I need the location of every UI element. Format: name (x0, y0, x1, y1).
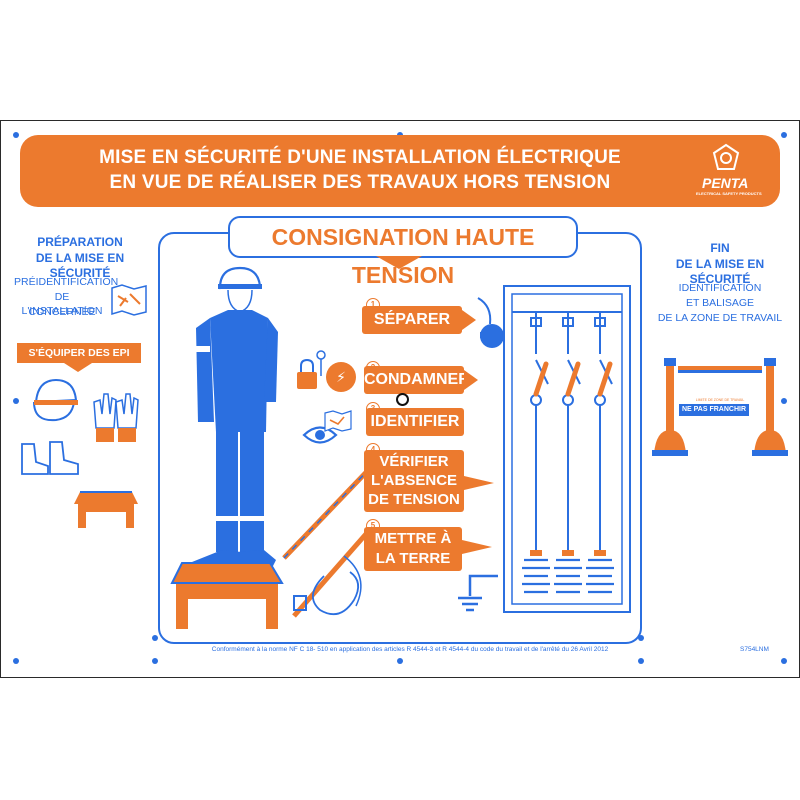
earth-symbol-icon (458, 574, 498, 612)
stool-platform (170, 562, 284, 629)
step-1-label: SÉPARER (362, 306, 462, 334)
step-arrow (464, 370, 478, 390)
step-5-line-1: METTRE À (374, 530, 452, 547)
penta-logo-icon (712, 143, 740, 170)
insulating-gloves-icon (93, 393, 139, 442)
mounting-hole (781, 132, 787, 138)
title-line-2: EN VUE DE RÉALISER DES TRAVAUX HORS TENS… (109, 172, 611, 193)
right-text-3: DE LA ZONE DE TRAVAIL (657, 312, 783, 324)
barrier-sign: NE PAS FRANCHIR (679, 404, 749, 416)
earthing-set (292, 532, 368, 618)
lockout-tag-icon: ⚡ (326, 362, 356, 392)
footer-norm: Conformément à la norme NF C 18- 510 en … (211, 646, 609, 653)
brand-tagline: ELECTRICAL SAFETY PRODUCTS (696, 191, 762, 196)
reference-code: S754LNM (740, 646, 769, 653)
barrier-top-text: LIMITE DE ZONE DE TRAVAIL (695, 398, 745, 402)
left-text-3: CONCERNÉE (28, 306, 96, 318)
plan-document-icon (111, 284, 147, 316)
worker-figure (190, 266, 278, 574)
mounting-hole (397, 658, 403, 664)
epi-label: S'ÉQUIPER DES EPI (17, 343, 141, 363)
left-text-1: PRÉIDENTIFICATION (14, 276, 119, 288)
mounting-hole (13, 398, 19, 404)
left-heading-2: DE LA MISE EN SÉCURITÉ (35, 251, 125, 280)
safety-boots-icon (21, 441, 79, 475)
title-banner: MISE EN SÉCURITÉ D'UNE INSTALLATION ÉLEC… (20, 135, 780, 207)
title-line-1: MISE EN SÉCURITÉ D'UNE INSTALLATION ÉLEC… (99, 147, 621, 168)
step-5-label: METTRE À LA TERRE (364, 527, 462, 571)
brand-name: PENTA (702, 175, 749, 191)
mounting-hole (781, 658, 787, 664)
right-text-1: IDENTIFICATION (678, 282, 762, 294)
switchgear-cabinet (503, 285, 631, 613)
mounting-hole (13, 132, 19, 138)
svg-text:⚡: ⚡ (336, 370, 346, 386)
padlock-icon (297, 358, 317, 389)
down-arrow-icon (376, 256, 422, 269)
lock-point-marker (396, 393, 409, 406)
step-4-label: VÉRIFIER L'ABSENCE DE TENSION (364, 450, 464, 512)
barrier-icon (652, 358, 788, 456)
right-heading-2: DE LA MISE EN SÉCURITÉ (675, 257, 765, 286)
mounting-hole (638, 658, 644, 664)
right-heading-1: FIN (710, 241, 730, 255)
insulating-stool-icon (74, 491, 138, 528)
mounting-hole (638, 635, 644, 641)
helmet-visor-icon (33, 378, 78, 422)
step-arrow (464, 476, 494, 490)
left-heading-1: PRÉPARATION (37, 235, 123, 249)
mounting-hole (152, 635, 158, 641)
eye-icon (302, 426, 338, 444)
step-5-line-2: LA TERRE (375, 550, 451, 567)
subtitle: CONSIGNATION HAUTE TENSION (228, 216, 578, 288)
step-4-line-1: VÉRIFIER (379, 453, 449, 470)
step-arrow (462, 540, 492, 554)
separation-handle-icon (477, 297, 504, 348)
left-text-2: DE L'INSTALLATION (21, 291, 103, 317)
mounting-hole (13, 658, 19, 664)
step-4-line-2: L'ABSENCE (370, 472, 458, 489)
step-4-line-3: DE TENSION (368, 491, 460, 508)
mounting-hole (152, 658, 158, 664)
step-arrow (462, 310, 476, 330)
step-2-label: CONDAMNER (364, 366, 470, 394)
right-text-2: ET BALISAGE (685, 297, 755, 309)
mounting-hole (781, 398, 787, 404)
epi-arrow-icon (64, 363, 92, 372)
key-icon (316, 350, 326, 376)
step-3-label: IDENTIFIER (366, 408, 464, 436)
map-icon (324, 410, 352, 432)
